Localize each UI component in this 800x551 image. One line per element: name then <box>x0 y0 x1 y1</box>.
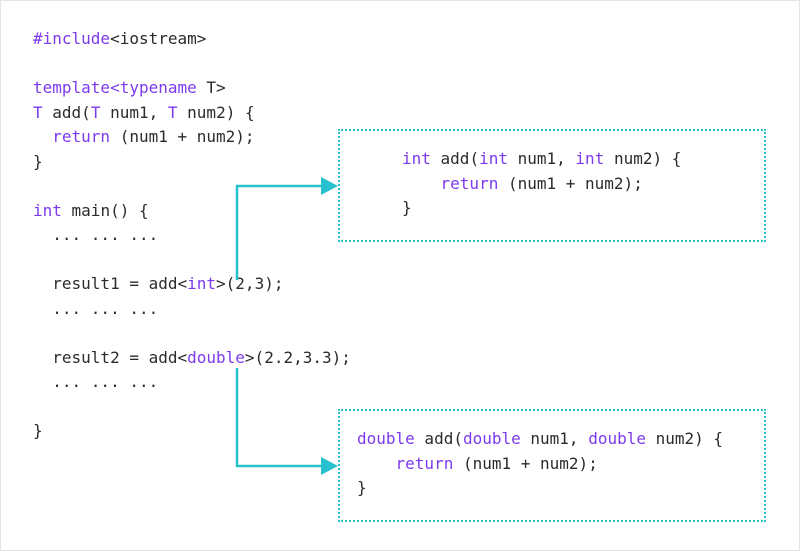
keyword-token: double <box>187 347 245 367</box>
code-token: (num1 + num2); <box>453 453 598 473</box>
keyword-token: return <box>52 127 111 146</box>
code-line: int main() { <box>33 199 351 224</box>
keyword-token: return <box>395 453 454 473</box>
keyword-token: int <box>479 149 508 168</box>
keyword-token: template<typename <box>33 78 197 97</box>
code-line: return (num1 + num2); <box>357 452 764 477</box>
code-token: num2) { <box>604 149 682 168</box>
code-token: num2) { <box>646 429 724 448</box>
code-token: <iostream> <box>110 29 207 48</box>
code-line: } <box>33 150 351 175</box>
code-line: template<typename T> <box>33 76 351 101</box>
code-token <box>33 127 52 146</box>
code-line <box>33 395 351 420</box>
source-code-block: #include<iostream> template<typename T>T… <box>33 27 351 444</box>
code-token: (num1 + num2); <box>110 127 255 146</box>
code-line <box>33 321 351 346</box>
code-token: ... ... ... <box>33 225 159 244</box>
code-line: double add(double num1, double num2) { <box>357 427 764 452</box>
code-token: >(2,3); <box>216 274 284 293</box>
code-token: } <box>33 151 43 171</box>
code-token: } <box>357 478 367 497</box>
keyword-token: int <box>187 274 217 293</box>
double-instantiation-box: double add(double num1, double num2) { r… <box>338 409 766 522</box>
code-token: add( <box>430 149 480 168</box>
code-token: num2) { <box>177 102 255 122</box>
keyword-token: double <box>588 429 646 448</box>
keyword-token: T <box>90 102 101 122</box>
code-line: int add(int num1, int num2) { <box>402 147 764 172</box>
code-token: } <box>402 198 412 217</box>
keyword-token: int <box>33 200 62 220</box>
code-token: T> <box>196 78 226 97</box>
keyword-token: int <box>575 149 605 168</box>
code-line: #include<iostream> <box>33 27 351 52</box>
arrowhead-double-icon <box>321 457 338 475</box>
code-token: main() { <box>61 200 149 220</box>
code-token <box>357 454 396 473</box>
int-instantiation-code: int add(int num1, int num2) { return (nu… <box>340 131 764 221</box>
code-token: num1, <box>507 149 576 168</box>
code-token: } <box>33 421 43 440</box>
code-token <box>402 174 441 193</box>
keyword-token: double <box>357 429 415 448</box>
double-instantiation-code: double add(double num1, double num2) { r… <box>340 411 764 501</box>
code-line: return (num1 + num2); <box>33 125 351 150</box>
code-line: } <box>357 476 764 501</box>
code-token: >(2.2,3.3); <box>244 347 351 367</box>
code-token: result1 = add< <box>33 274 188 293</box>
keyword-token: T <box>33 102 43 122</box>
code-line <box>33 248 351 273</box>
code-line <box>33 174 351 199</box>
code-line: T add(T num1, T num2) { <box>33 101 351 126</box>
code-token: ... ... ... <box>33 298 159 318</box>
int-instantiation-box: int add(int num1, int num2) { return (nu… <box>338 129 766 242</box>
code-line: ... ... ... <box>33 223 351 248</box>
code-line: ... ... ... <box>33 370 351 395</box>
code-token: num1, <box>100 102 168 122</box>
code-line: ... ... ... <box>33 297 351 322</box>
code-token: result2 = add< <box>33 347 188 367</box>
keyword-token: #include <box>33 29 111 48</box>
code-token: add( <box>414 429 463 448</box>
keyword-token: return <box>440 173 499 193</box>
code-line: } <box>33 419 351 444</box>
keyword-token: T <box>167 102 178 122</box>
code-token: num1, <box>520 429 589 448</box>
code-line: } <box>402 196 764 221</box>
code-token: ... ... ... <box>33 372 159 391</box>
code-line: result2 = add<double>(2.2,3.3); <box>33 346 351 371</box>
code-token: (num1 + num2); <box>498 173 643 193</box>
code-line: return (num1 + num2); <box>402 172 764 197</box>
code-token: add( <box>42 102 91 122</box>
code-line: result1 = add<int>(2,3); <box>33 272 351 297</box>
keyword-token: int <box>402 149 431 168</box>
code-line <box>33 52 351 77</box>
keyword-token: double <box>462 429 521 448</box>
